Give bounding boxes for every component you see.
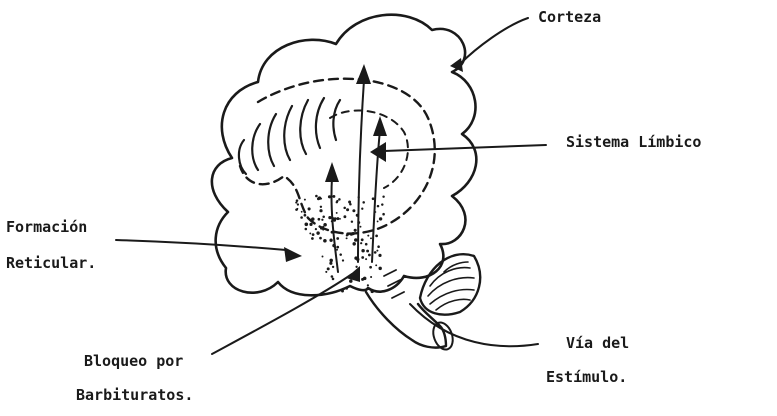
arrowhead-right [373,116,387,136]
reticular-stipple [295,195,385,293]
arrowhead-left [325,162,339,182]
cortex-label: Corteza [538,10,601,25]
limbic-ribs [239,98,340,174]
reticular-formation-label-line2: Reticular. [6,256,96,271]
arrowhead-middle [356,64,371,84]
block-marks [384,270,404,298]
arrowhead-reticular [284,247,302,262]
stimulus-arrow-middle [358,80,364,262]
stimulus-pathway-label-line2: Estímulo. [546,370,627,385]
leader-cortex [460,18,528,64]
limbic-system-label: Sistema Límbico [566,135,701,150]
barbiturate-block-label-line2: Barbituratos. [76,388,193,403]
cerebellum [420,254,480,314]
barbiturate-block-label-line1: Bloqueo por [84,354,183,369]
stimulus-pathway-label-line1: Vía del [566,336,629,351]
limbic-inner-outline [330,110,408,188]
reticular-formation-label-line1: Formación [6,220,87,235]
stimulus-arrow-left [331,178,338,272]
leader-reticular [116,240,286,250]
